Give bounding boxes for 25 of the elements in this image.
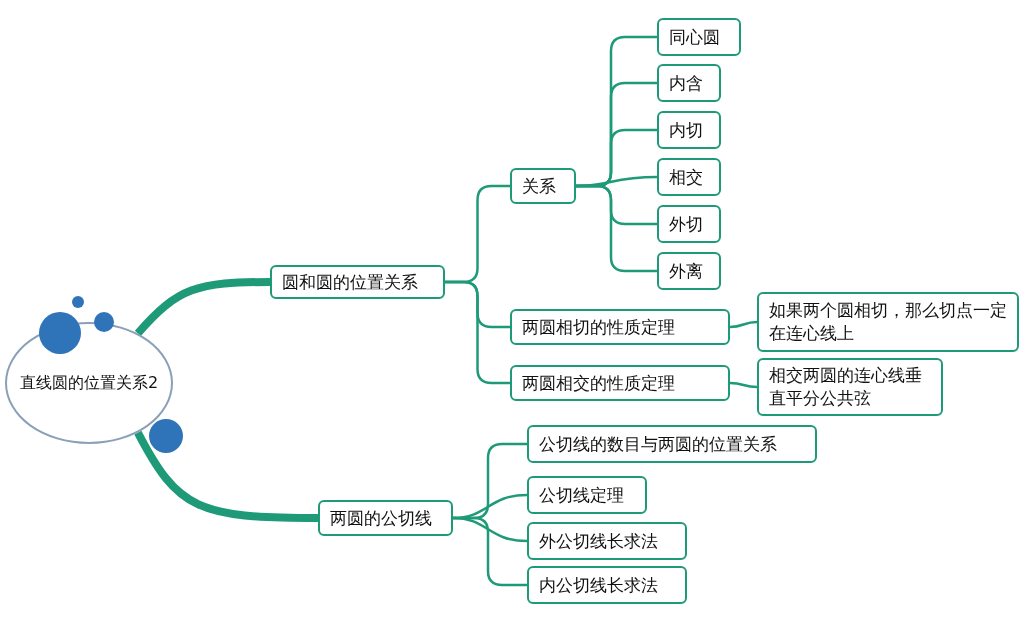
connector-line (729, 381, 758, 389)
topic-box: 如果两个圆相切，那么切点一定在连心线上 (757, 292, 1019, 352)
topic-box: 内公切线长求法 (527, 566, 687, 604)
connector-line (445, 280, 510, 385)
topic-box: 外公切线长求法 (527, 522, 687, 560)
topic-box: 公切线定理 (527, 476, 647, 514)
topic-box: 相交 (657, 158, 721, 196)
connector-line (134, 278, 271, 337)
topic-box: 两圆相交的性质定理 (510, 365, 730, 401)
topic-box: 内切 (657, 111, 721, 149)
connector-line (453, 516, 527, 587)
topic-box: 内含 (657, 64, 721, 102)
topic-box: 关系 (510, 168, 576, 204)
topic-box: 外离 (657, 252, 721, 290)
topic-box: 外切 (657, 205, 721, 243)
connector-line (576, 184, 657, 273)
topic-box: 两圆的公切线 (318, 500, 453, 536)
topic-box: 圆和圆的位置关系 (270, 265, 445, 299)
connector-line (134, 430, 319, 522)
topic-box: 相交两圆的连心线垂直平分公共弦 (757, 358, 943, 416)
topic-box: 两圆相切的性质定理 (510, 309, 730, 345)
topic-box: 同心圆 (657, 18, 741, 56)
connector-line (729, 320, 758, 329)
root-ellipse: 直线圆的位置关系2 (5, 322, 173, 444)
topic-box: 公切线的数目与两圆的位置关系 (527, 425, 817, 463)
